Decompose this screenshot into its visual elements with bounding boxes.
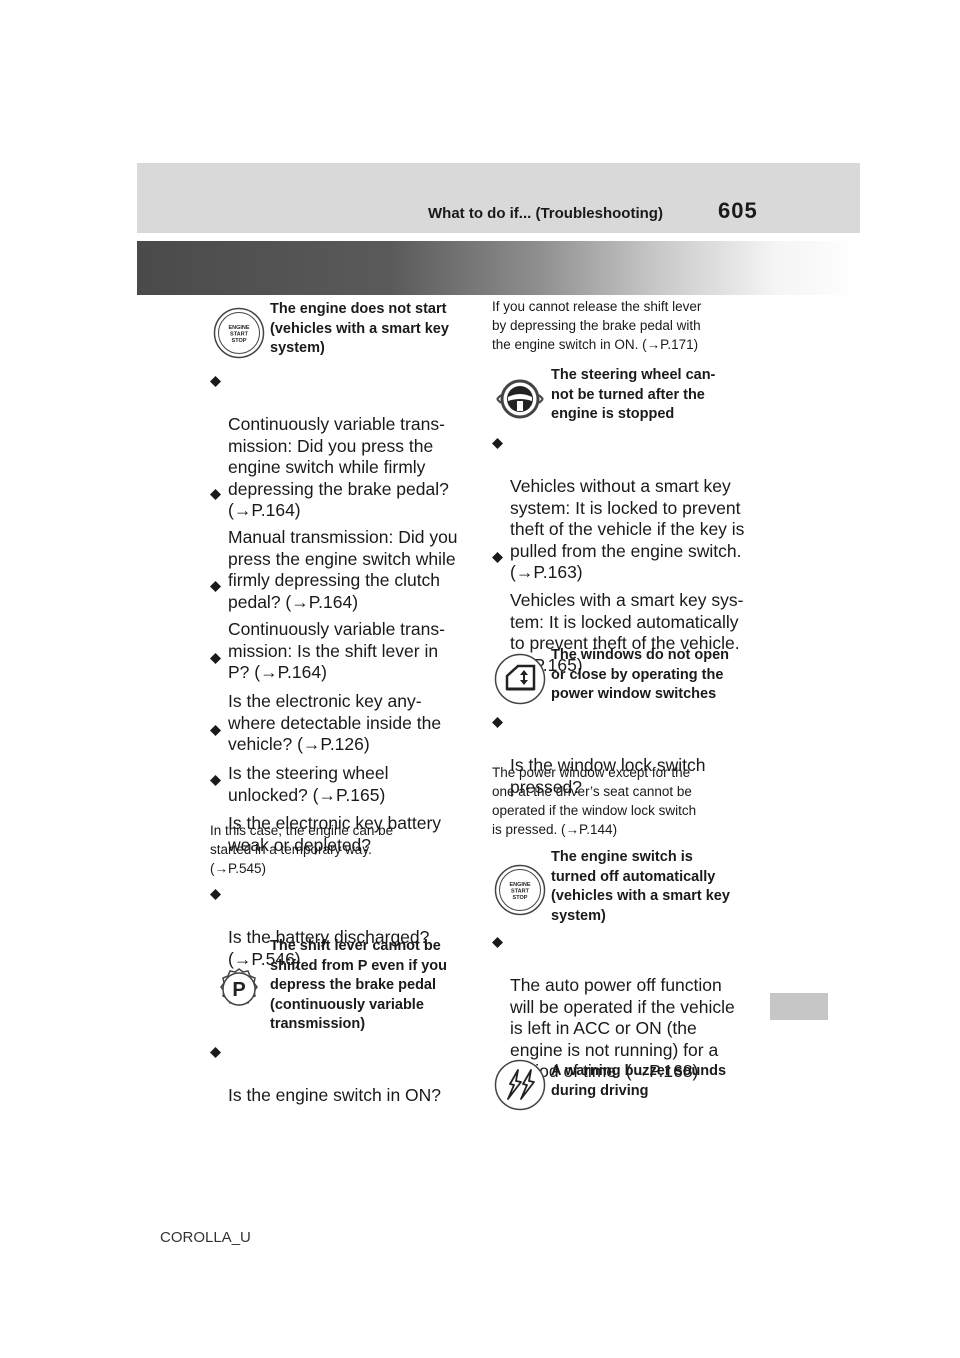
- svg-text:P: P: [232, 979, 245, 1001]
- page-number: 605: [718, 198, 758, 223]
- chapter-tab: [770, 993, 828, 1020]
- chapter-band: [137, 241, 860, 295]
- bullet-diamond-icon: [492, 937, 503, 948]
- shift-lever-p-icon: P: [213, 963, 265, 1015]
- svg-text:START: START: [230, 332, 249, 338]
- section-title: What to do if... (Troubleshooting): [428, 205, 663, 222]
- svg-text:ENGINE: ENGINE: [509, 882, 530, 888]
- condition-title: The windows do not open or close by oper…: [551, 647, 730, 702]
- header-bar: [137, 163, 860, 233]
- list-item: Vehicles without a smart key system: It …: [492, 433, 744, 584]
- condition-title: The engine does not start (vehicles with…: [270, 301, 449, 356]
- power-window-icon: [494, 653, 546, 705]
- bullet-diamond-icon: [210, 376, 221, 387]
- svg-text:STOP: STOP: [513, 895, 528, 901]
- bullet-diamond-icon: [210, 725, 221, 736]
- list-item: Is the electronic key any- where detecta…: [210, 648, 441, 756]
- footer-model: COROLLA_U: [160, 1229, 251, 1246]
- list-item: Manual transmission: Did you press the e…: [210, 484, 458, 613]
- condition-title: The engine switch is turned off automati…: [551, 849, 730, 924]
- engine-start-stop-icon: ENGINE START STOP: [494, 864, 546, 916]
- list-item: Is the electronic key battery weak or de…: [210, 770, 441, 856]
- note-text: In this case, the engine can be started …: [210, 823, 394, 876]
- svg-text:START: START: [511, 889, 530, 895]
- list-item: Continuously variable trans- mission: Di…: [210, 371, 449, 522]
- list-item: Is the battery discharged? (→P.546): [210, 884, 429, 970]
- bullet-diamond-icon: [492, 552, 503, 563]
- svg-text:STOP: STOP: [232, 338, 247, 344]
- bullet-diamond-icon: [492, 717, 503, 728]
- bullet-diamond-icon: [210, 889, 221, 900]
- bullet-diamond-icon: [210, 775, 221, 786]
- list-item: Is the engine switch in ON?: [210, 1042, 441, 1107]
- svg-text:ENGINE: ENGINE: [228, 325, 249, 331]
- condition-title: A warning buzzer sounds during driving: [551, 1063, 727, 1099]
- engine-start-stop-icon: ENGINE START STOP: [213, 307, 265, 359]
- condition-title: The steering wheel can- not be turned af…: [551, 367, 716, 422]
- note-text: If you cannot release the shift lever by…: [492, 299, 702, 352]
- bullet-diamond-icon: [210, 653, 221, 664]
- condition-title: The shift lever cannot be shifted from P…: [270, 938, 447, 1032]
- bullet-diamond-icon: [210, 489, 221, 500]
- list-item: Continuously variable trans- mission: Is…: [210, 576, 445, 684]
- warning-buzzer-icon: [494, 1059, 546, 1111]
- bullet-diamond-icon: [210, 581, 221, 592]
- steering-wheel-lock-icon: [494, 373, 546, 425]
- note-text: The power window except for the one at t…: [492, 765, 697, 837]
- list-item: Is the window lock switch pressed?: [492, 712, 706, 798]
- bullet-diamond-icon: [210, 1047, 221, 1058]
- list-item: Is the steering wheel unlocked? (→P.165): [210, 720, 389, 806]
- bullet-diamond-icon: [492, 438, 503, 449]
